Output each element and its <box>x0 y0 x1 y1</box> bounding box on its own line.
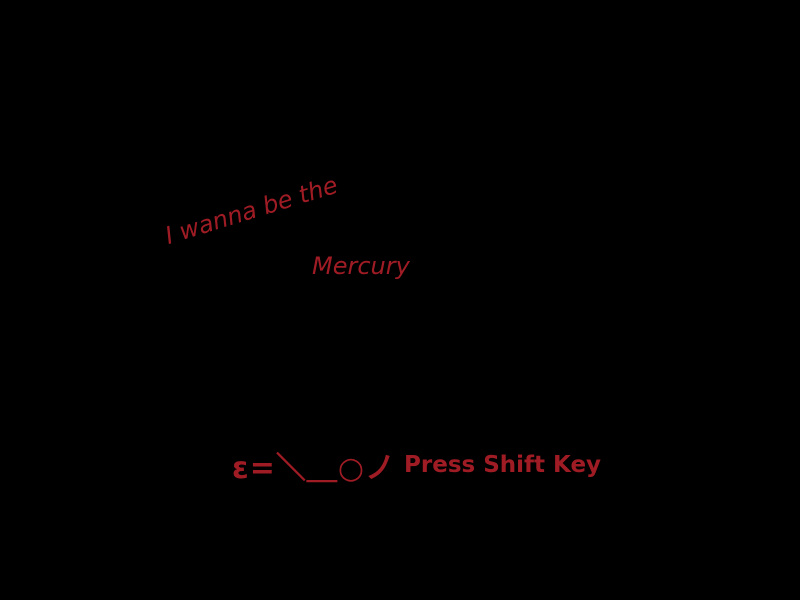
game-title-line-2: Mercury <box>312 252 410 280</box>
running-kaomoji: ε=＼＿○ノ <box>232 451 397 486</box>
press-shift-key-text: Press Shift Key <box>404 452 602 478</box>
press-start-prompt: ε=＼＿○ノ Press Shift Key <box>232 445 602 486</box>
game-title-line-1: I wanna be the <box>161 170 342 250</box>
